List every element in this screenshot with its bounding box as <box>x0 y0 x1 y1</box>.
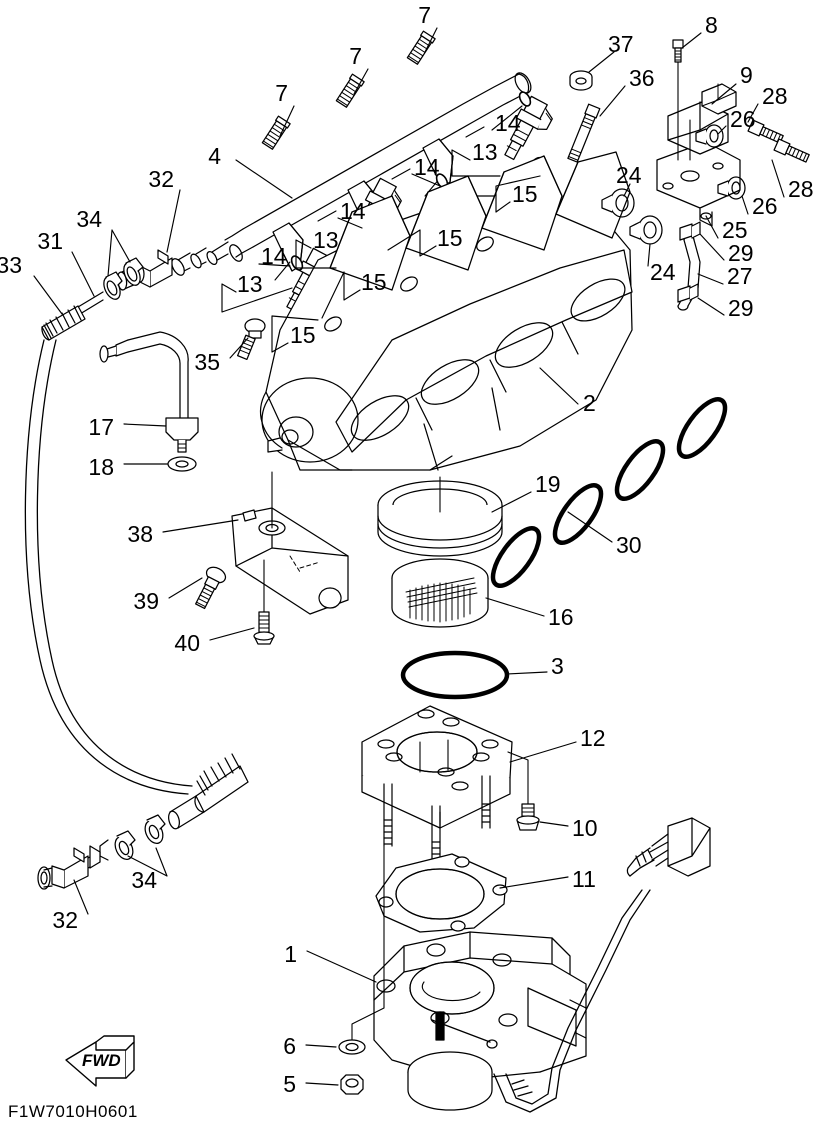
callout-1: 1 <box>284 941 297 967</box>
callout-35: 35 <box>194 349 220 375</box>
callout-3: 3 <box>551 653 564 679</box>
oval-gaskets-30 <box>490 397 728 588</box>
filter-housing-19 <box>377 476 503 557</box>
callout-28: 28 <box>788 176 814 202</box>
callout-40: 40 <box>174 630 200 656</box>
callout-32: 32 <box>52 907 78 933</box>
callout-25: 25 <box>722 217 748 243</box>
callout-14: 14 <box>495 110 521 136</box>
part-number-label: F1W7010H0601 <box>8 1102 138 1121</box>
callout-16: 16 <box>548 604 574 630</box>
callout-15: 15 <box>361 269 387 295</box>
callout-11: 11 <box>572 866 596 892</box>
callout-24: 24 <box>616 162 642 188</box>
callout-12: 12 <box>580 725 606 751</box>
callout-9: 9 <box>740 62 753 88</box>
callout-24: 24 <box>650 259 676 285</box>
callout-30: 30 <box>616 532 642 558</box>
callout-13: 13 <box>472 139 498 165</box>
callout-15: 15 <box>512 181 538 207</box>
callout-8: 8 <box>705 12 718 38</box>
callout-26: 26 <box>730 106 756 132</box>
filter-element-16 <box>391 558 489 628</box>
callout-7: 7 <box>418 2 431 28</box>
callout-34: 34 <box>131 867 157 893</box>
intake-manifold <box>259 151 663 471</box>
callout-15: 15 <box>290 322 316 348</box>
callout-13: 13 <box>237 271 263 297</box>
callout-29: 29 <box>728 240 754 266</box>
callout-27: 27 <box>727 263 753 289</box>
callout-17: 17 <box>88 414 114 440</box>
callout-5: 5 <box>283 1071 296 1097</box>
mount-bracket-38 <box>195 471 349 645</box>
callout-14: 14 <box>340 198 366 224</box>
callout-37: 37 <box>608 31 634 57</box>
callout-32: 32 <box>148 166 174 192</box>
callout-14: 14 <box>261 243 287 269</box>
fwd-arrow <box>65 1035 135 1087</box>
screws-7 <box>261 30 436 150</box>
callout-2: 2 <box>583 390 596 416</box>
throttle-body-1 <box>338 845 651 1113</box>
callout-13: 13 <box>313 227 339 253</box>
lower-fuel-connector <box>24 339 249 890</box>
callout-4: 4 <box>208 143 221 169</box>
callout-14: 14 <box>414 154 440 180</box>
wire-connector <box>626 817 711 877</box>
callout-33: 33 <box>0 252 22 278</box>
callout-6: 6 <box>283 1033 296 1059</box>
callout-26: 26 <box>752 193 778 219</box>
callout-31: 31 <box>37 228 63 254</box>
leader-lines <box>33 27 785 1086</box>
callout-19: 19 <box>535 471 561 497</box>
o-ring-3 <box>400 650 510 700</box>
callout-38: 38 <box>127 521 153 547</box>
callout-7: 7 <box>349 43 362 69</box>
bracket-assembly <box>567 39 810 311</box>
gasket-11 <box>375 853 508 933</box>
callout-7: 7 <box>275 80 288 106</box>
callout-36: 36 <box>629 65 655 91</box>
callout-18: 18 <box>88 454 114 480</box>
callout-29: 29 <box>728 295 754 321</box>
hose-fitting-group <box>99 318 266 472</box>
callout-39: 39 <box>133 588 159 614</box>
fwd-label: FWD <box>82 1051 121 1070</box>
callout-28: 28 <box>762 83 788 109</box>
callout-15: 15 <box>437 225 463 251</box>
filter-group <box>377 476 510 700</box>
callout-34: 34 <box>76 206 102 232</box>
spacer-plate-12 <box>361 705 540 869</box>
callout-10: 10 <box>572 815 598 841</box>
